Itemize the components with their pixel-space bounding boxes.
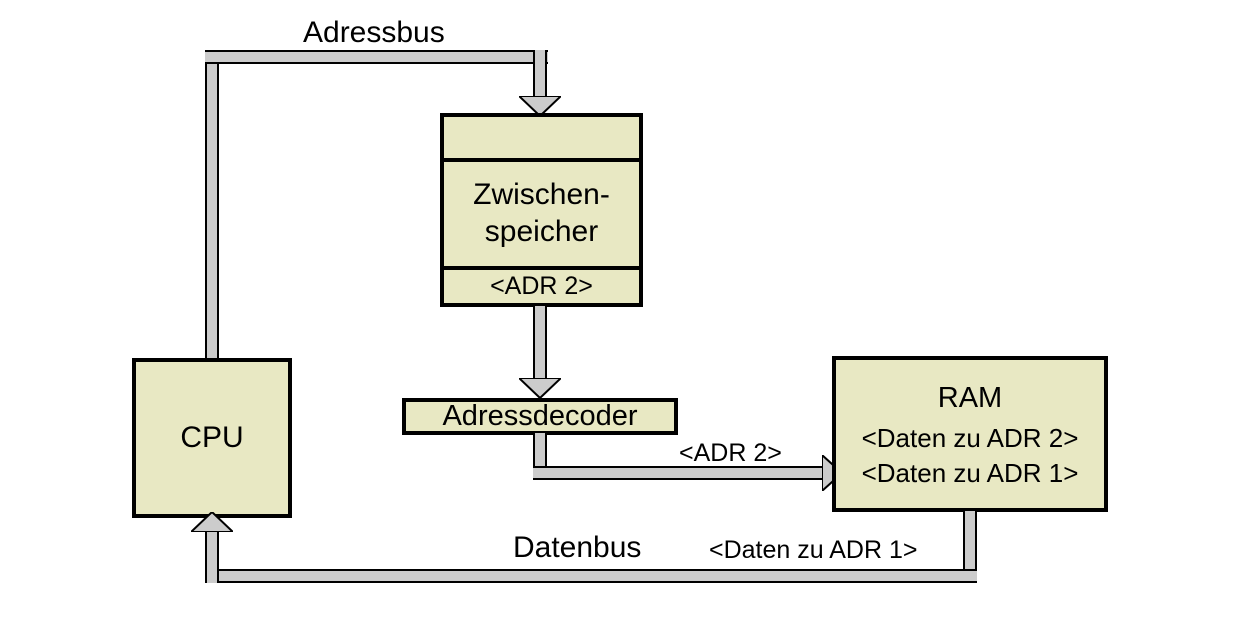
datenbus-ram-drop-vertical: [963, 511, 977, 583]
adressbus-arrowhead-into-zwischenspeicher: [519, 96, 561, 116]
label-adr2-to-ram: <ADR 2>: [679, 439, 782, 467]
datenbus-corner-left: [207, 571, 217, 581]
ram-row-2: <Daten zu ADR 1>: [861, 457, 1079, 488]
label-datenbus: Datenbus: [513, 531, 642, 564]
zwischenspeicher-divider-bottom: [444, 266, 639, 270]
node-zwischenspeicher[interactable]: Zwischen- speicher <ADR 2>: [440, 113, 643, 307]
datenbus-arrowhead-into-cpu: [191, 512, 233, 532]
ram-row-1: <Daten zu ADR 2>: [861, 422, 1079, 453]
zwischenspeicher-top-cell: [444, 117, 639, 158]
datenbus-corner-right: [965, 571, 975, 581]
adressbus-corner-topleft: [207, 52, 217, 62]
adressbus-right-vertical: [533, 50, 547, 100]
ram-title: RAM: [937, 382, 1003, 415]
node-adressdecoder[interactable]: Adressdecoder: [402, 398, 678, 435]
node-ram[interactable]: RAM <Daten zu ADR 2> <Daten zu ADR 1>: [832, 356, 1108, 512]
label-adressbus: Adressbus: [303, 16, 445, 49]
ram-content: RAM <Daten zu ADR 2> <Daten zu ADR 1>: [836, 360, 1104, 508]
zwischenspeicher-label-line1: Zwischen-: [473, 178, 610, 212]
adressdecoder-label: Adressdecoder: [442, 400, 638, 432]
zwischenspeicher-bottom-cell: <ADR 2>: [490, 272, 593, 300]
zwischenspeicher-label-line2: speicher: [484, 215, 599, 248]
datenbus-cpu-rise-vertical: [205, 528, 219, 583]
cpu-label: CPU: [180, 421, 244, 454]
node-cpu[interactable]: CPU: [132, 358, 292, 518]
adressbus-corner-decoder: [535, 468, 545, 478]
adressbus-left-vertical: [205, 50, 219, 362]
adressbus-zs-to-decoder-vertical: [533, 306, 547, 382]
adressbus-arrowhead-into-adressdecoder: [519, 378, 561, 398]
adressbus-corner-topright: [535, 52, 545, 62]
zwischenspeicher-divider-top: [444, 158, 639, 162]
zwischenspeicher-main-cell: Zwischen- speicher: [444, 162, 639, 266]
label-daten-zu-adr1: <Daten zu ADR 1>: [709, 536, 918, 564]
datenbus-bottom-horizontal: [205, 569, 977, 583]
adressbus-top-horizontal: [205, 50, 548, 64]
adressbus-decoder-to-ram-horizontal: [533, 466, 826, 480]
